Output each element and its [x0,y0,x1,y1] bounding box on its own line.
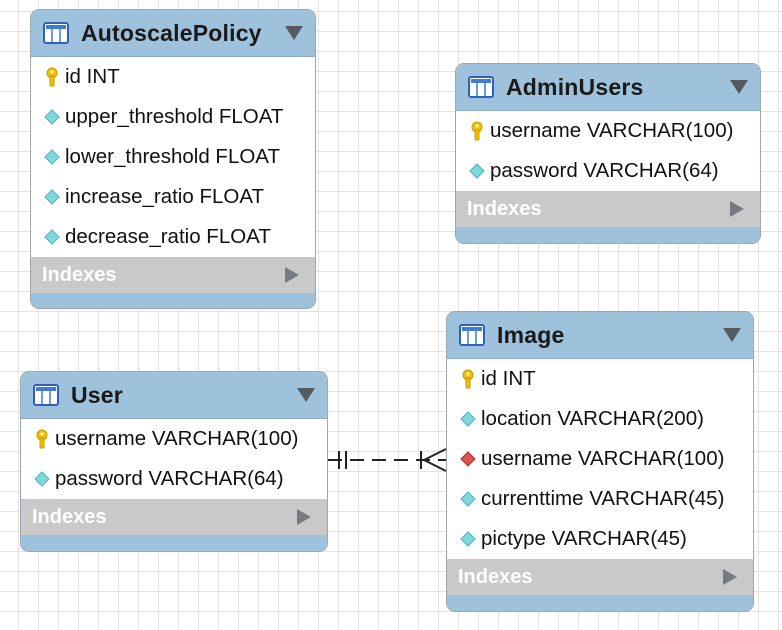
indexes-section[interactable]: Indexes [21,499,327,535]
indexes-label: Indexes [32,505,107,528]
column-row[interactable]: lower_threshold FLOAT [31,137,315,177]
indexes-section[interactable]: Indexes [456,191,760,227]
column-label: username VARCHAR(100) [490,119,734,142]
column-label: password VARCHAR(64) [55,467,284,490]
primary-key-icon [46,67,58,87]
user-image-relationship[interactable] [328,448,447,472]
collapse-toggle-icon[interactable] [723,328,741,342]
table-icon [459,324,485,346]
column-diamond-icon [469,163,485,179]
column-diamond-icon [44,189,60,205]
column-list: id INT location VARCHAR(200) username VA… [447,359,753,559]
table-name: Image [497,321,565,348]
table-header[interactable]: User [21,372,327,419]
column-diamond-icon [460,411,476,427]
table-icon [468,76,494,98]
column-label: currenttime VARCHAR(45) [481,487,725,510]
table-header[interactable]: Image [447,312,753,359]
expand-arrow-icon[interactable] [285,267,299,283]
column-row[interactable]: currenttime VARCHAR(45) [447,479,753,519]
indexes-section[interactable]: Indexes [447,559,753,595]
indexes-label: Indexes [458,565,533,588]
table-name: AdminUsers [506,73,644,100]
table-icon [43,22,69,44]
collapse-toggle-icon[interactable] [730,80,748,94]
column-label: id INT [481,367,536,390]
table-footer [447,595,753,611]
column-label: username VARCHAR(100) [55,427,299,450]
column-row[interactable]: upper_threshold FLOAT [31,97,315,137]
indexes-label: Indexes [467,197,542,220]
column-label: pictype VARCHAR(45) [481,527,687,550]
column-label: id INT [65,65,120,88]
column-label: increase_ratio FLOAT [65,185,265,208]
column-row[interactable]: username VARCHAR(100) [456,111,760,151]
column-row[interactable]: location VARCHAR(200) [447,399,753,439]
collapse-toggle-icon[interactable] [285,26,303,40]
expand-arrow-icon[interactable] [723,569,737,585]
table-icon [33,384,59,406]
column-diamond-icon [44,109,60,125]
table-header[interactable]: AutoscalePolicy [31,10,315,57]
column-row[interactable]: password VARCHAR(64) [456,151,760,191]
indexes-label: Indexes [42,263,117,286]
primary-key-icon [471,121,483,141]
column-label: password VARCHAR(64) [490,159,719,182]
column-diamond-icon [460,491,476,507]
column-row[interactable]: id INT [447,359,753,399]
primary-key-icon [462,369,474,389]
column-label: location VARCHAR(200) [481,407,704,430]
column-diamond-icon [460,531,476,547]
primary-key-icon [36,429,48,449]
table-footer [456,227,760,243]
column-row[interactable]: decrease_ratio FLOAT [31,217,315,257]
column-label: lower_threshold FLOAT [65,145,280,168]
column-row[interactable]: username VARCHAR(100) [447,439,753,479]
collapse-toggle-icon[interactable] [297,388,315,402]
table-adminusers[interactable]: AdminUsers username VARCHAR(100) passwor… [455,63,761,244]
column-row[interactable]: increase_ratio FLOAT [31,177,315,217]
foreign-key-diamond-icon [460,451,476,467]
table-name: AutoscalePolicy [81,19,262,46]
column-list: username VARCHAR(100) password VARCHAR(6… [21,419,327,499]
column-list: id INT upper_threshold FLOAT lower_thres… [31,57,315,257]
table-header[interactable]: AdminUsers [456,64,760,111]
expand-arrow-icon[interactable] [297,509,311,525]
column-row[interactable]: username VARCHAR(100) [21,419,327,459]
column-label: username VARCHAR(100) [481,447,725,470]
column-row[interactable]: password VARCHAR(64) [21,459,327,499]
column-row[interactable]: id INT [31,57,315,97]
indexes-section[interactable]: Indexes [31,257,315,293]
table-autoscalepolicy[interactable]: AutoscalePolicy id INT upper_threshold F… [30,9,316,309]
expand-arrow-icon[interactable] [730,201,744,217]
crows-foot-upper [423,448,447,461]
table-name: User [71,381,123,408]
crows-foot-lower [423,459,447,472]
column-diamond-icon [44,149,60,165]
column-diamond-icon [44,229,60,245]
table-footer [31,293,315,308]
column-list: username VARCHAR(100) password VARCHAR(6… [456,111,760,191]
table-footer [21,535,327,551]
column-row[interactable]: pictype VARCHAR(45) [447,519,753,559]
table-image[interactable]: Image id INT location VARCHAR(200) usern… [446,311,754,612]
table-user[interactable]: User username VARCHAR(100) password VARC… [20,371,328,552]
column-label: decrease_ratio FLOAT [65,225,271,248]
column-diamond-icon [34,471,50,487]
column-label: upper_threshold FLOAT [65,105,284,128]
